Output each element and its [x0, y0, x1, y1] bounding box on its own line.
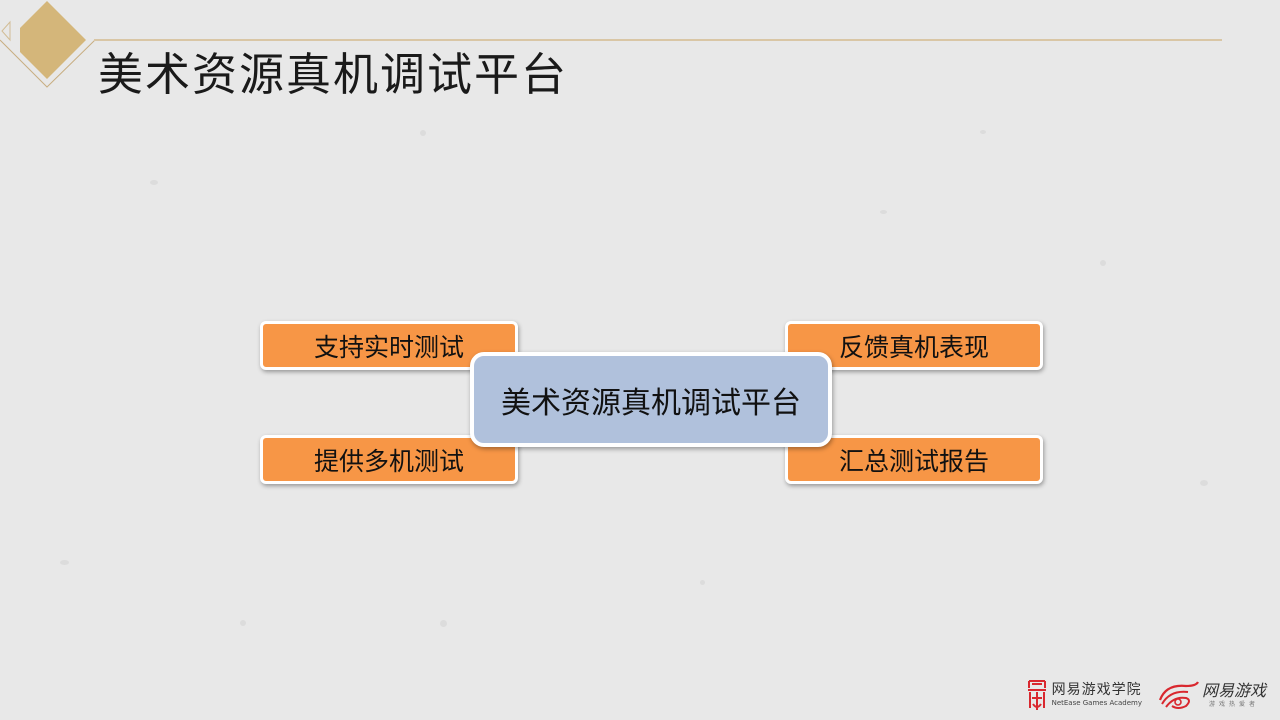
center-node: 美术资源真机调试平台 [470, 352, 832, 447]
slide-title: 美术资源真机调试平台 [98, 48, 569, 101]
games-name-cn: 网易游戏 [1201, 680, 1266, 700]
netease-swirl-icon [1158, 681, 1199, 709]
node-test-report-summary: 汇总测试报告 [785, 435, 1043, 484]
header-divider [94, 39, 1222, 41]
netease-games-academy-logo: 网易游戏学院 NetEase Games Academy [1026, 678, 1142, 712]
speck [1200, 480, 1208, 486]
speck [150, 180, 158, 185]
speck [980, 130, 986, 134]
speck [420, 130, 426, 136]
speck [880, 210, 887, 214]
speck [700, 580, 705, 585]
speck [60, 560, 69, 565]
netease-games-logo: 网易游戏 游戏热爱者 [1156, 680, 1266, 710]
node-device-feedback: 反馈真机表现 [785, 321, 1043, 370]
speck [440, 620, 447, 627]
academy-name-en: NetEase Games Academy [1051, 699, 1142, 707]
speck [240, 620, 246, 626]
academy-name-cn: 网易游戏学院 [1051, 682, 1142, 698]
footer-logos: 网易游戏学院 NetEase Games Academy 网易游戏 游戏热爱者 [1026, 678, 1266, 712]
games-tagline: 游戏热爱者 [1208, 700, 1259, 708]
academy-seal-icon [1027, 680, 1046, 710]
speck [1100, 260, 1106, 266]
diamond-corner-icon [0, 1, 96, 88]
